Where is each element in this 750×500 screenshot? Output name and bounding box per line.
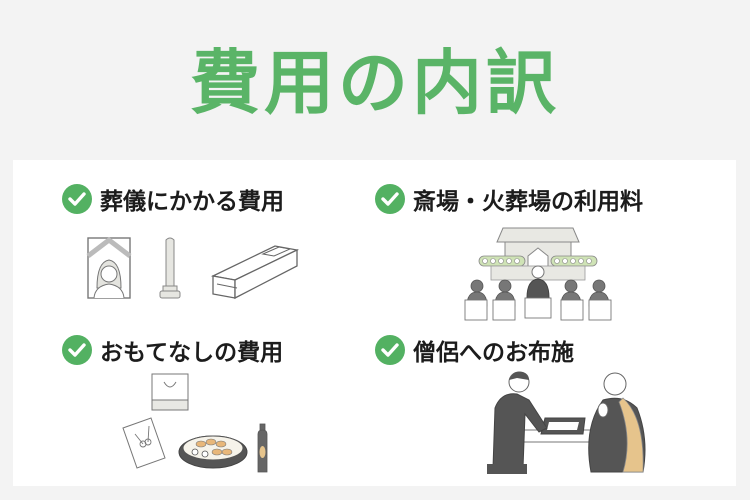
gift-bag-icon xyxy=(151,373,189,411)
portrait-icon xyxy=(86,236,132,299)
item-label: 葬儀にかかる費用 xyxy=(100,189,284,215)
funeral-items-illustration xyxy=(85,236,305,302)
coffin-icon xyxy=(210,245,300,300)
cost-breakdown-panel: 葬儀にかかる費用 xyxy=(13,160,736,486)
check-circle-icon xyxy=(375,335,405,365)
item-funeral-cost: 葬儀にかかる費用 xyxy=(62,182,284,216)
check-circle-icon xyxy=(375,184,405,214)
item-hospitality-cost: おもてなしの費用 xyxy=(62,333,283,367)
sushi-platter-icon xyxy=(178,435,248,469)
item-label: 僧侶へのお布施 xyxy=(413,340,574,366)
item-hall-crematorium-fee: 斎場・火葬場の利用料 xyxy=(375,182,643,216)
sake-bottle-icon xyxy=(257,423,268,473)
envelope-icon xyxy=(122,417,166,469)
hospitality-illustration xyxy=(109,372,269,482)
check-circle-icon xyxy=(62,184,92,214)
monk-offering-illustration xyxy=(473,368,653,483)
page-title: 費用の内訳 xyxy=(190,42,560,124)
item-monk-offering: 僧侶へのお布施 xyxy=(375,333,574,367)
funeral-hall-illustration xyxy=(463,222,613,322)
memorial-tablet-icon xyxy=(159,237,181,299)
check-circle-icon xyxy=(62,335,92,365)
item-label: 斎場・火葬場の利用料 xyxy=(413,189,643,215)
item-label: おもてなしの費用 xyxy=(100,340,284,366)
